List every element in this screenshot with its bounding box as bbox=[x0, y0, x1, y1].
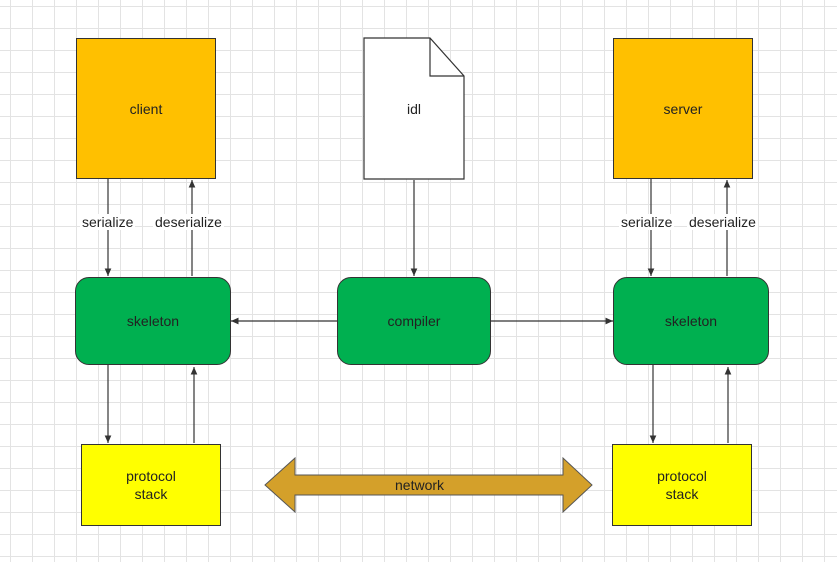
skeleton-left-label: skeleton bbox=[126, 313, 180, 329]
compiler-label: compiler bbox=[387, 313, 441, 329]
idl-document-shape bbox=[363, 37, 465, 180]
client-label: client bbox=[129, 100, 163, 117]
protocol-stack-right-box: protocol stack bbox=[612, 444, 752, 526]
network-double-arrow bbox=[264, 456, 593, 514]
protocol-stack-left-box: protocol stack bbox=[81, 444, 221, 526]
skeleton-right-label: skeleton bbox=[664, 313, 718, 329]
protocol-stack-right-label: protocol stack bbox=[657, 468, 707, 502]
deserialize-right-label: deserialize bbox=[687, 214, 758, 230]
compiler-box: compiler bbox=[337, 277, 491, 365]
serialize-left-label: serialize bbox=[80, 214, 136, 230]
idl-document-fold bbox=[429, 38, 464, 77]
idl-document: idl bbox=[364, 38, 464, 179]
server-label: server bbox=[663, 100, 703, 117]
server-box: server bbox=[613, 38, 753, 179]
skeleton-right-box: skeleton bbox=[613, 277, 769, 365]
network-label: network bbox=[395, 477, 445, 493]
protocol-stack-left-label: protocol stack bbox=[126, 468, 176, 502]
idl-label: idl bbox=[406, 100, 421, 117]
deserialize-left-label: deserialize bbox=[153, 214, 224, 230]
client-box: client bbox=[76, 38, 216, 179]
serialize-right-label: serialize bbox=[619, 214, 675, 230]
skeleton-left-box: skeleton bbox=[75, 277, 231, 365]
